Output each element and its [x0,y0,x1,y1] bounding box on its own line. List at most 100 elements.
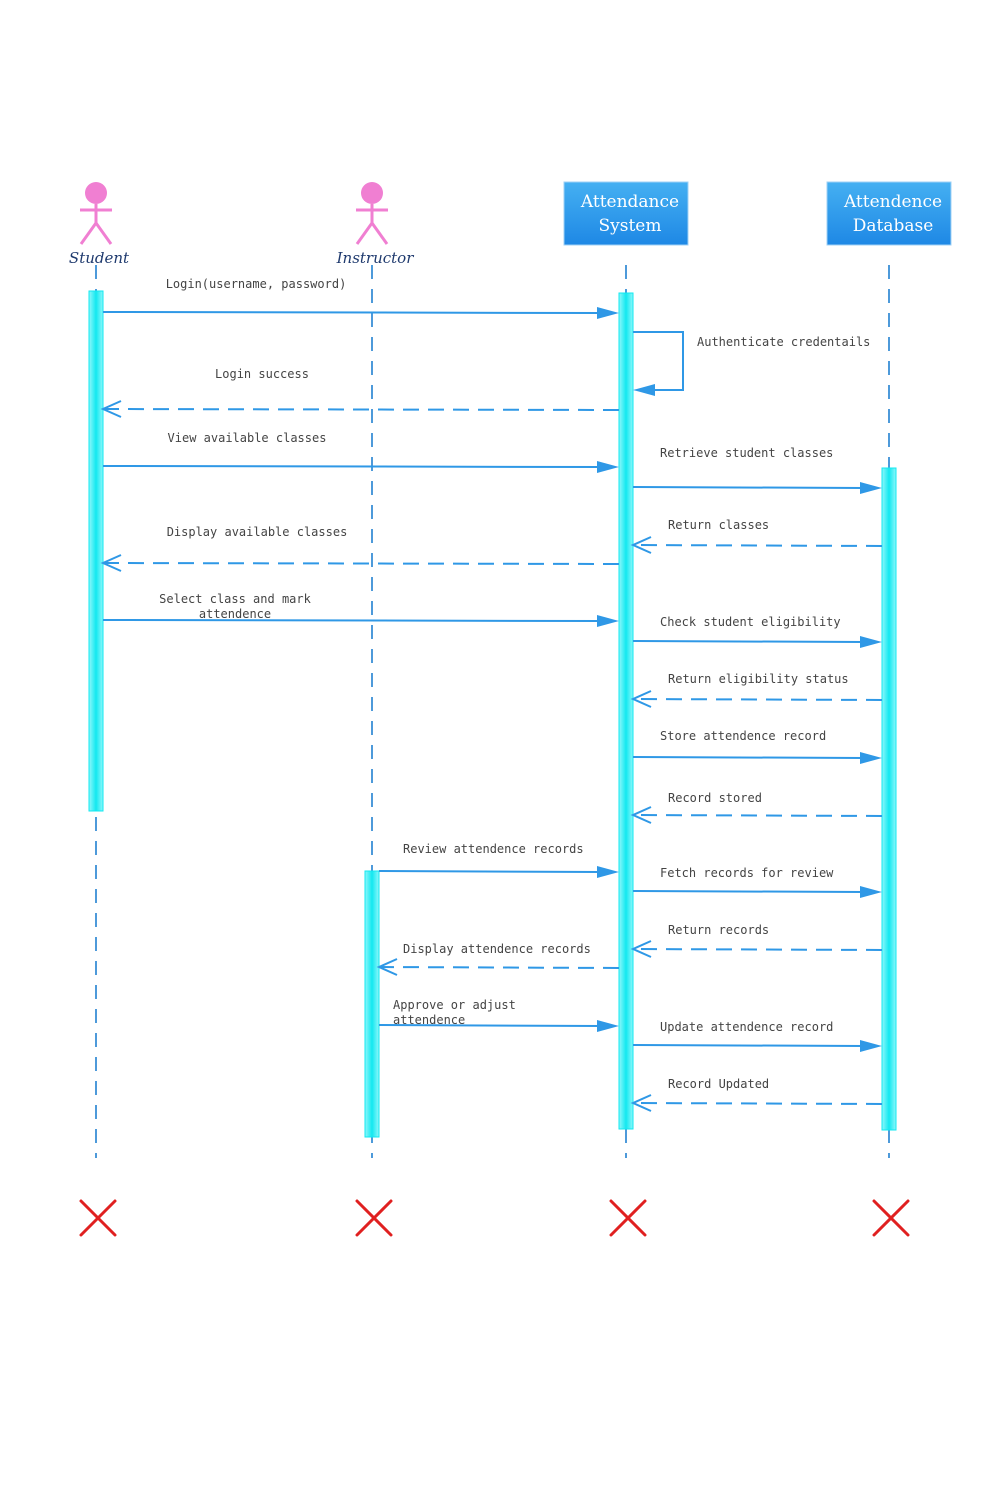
return-arrow-line [632,948,883,951]
arrowhead-open [100,554,122,572]
call-arrow-line [102,311,602,314]
destroy-x-icon [872,1199,910,1237]
arrowhead-filled [597,866,619,878]
call-arrow-line [378,1024,602,1027]
message-12: Record stored [630,791,883,824]
message-label: Record stored [668,791,762,805]
message-1: Login(username, password) [102,277,619,319]
message-label: Fetch records for review [660,866,834,880]
message-label: attendence [199,607,271,621]
arrowhead-filled [597,461,619,473]
arrowhead-open [630,536,652,554]
return-arrow-line [632,698,883,701]
message-16: Display attendence records [376,942,620,976]
message-15: Return records [630,923,883,958]
message-label: attendence [393,1013,465,1027]
return-arrow-line [632,544,883,547]
message-label: Login success [215,367,309,381]
return-arrow-line [632,1102,883,1105]
arrowhead-open [100,400,122,418]
arrowhead-filled [860,636,882,648]
arrowhead-filled [597,307,619,319]
message-18: Update attendence record [632,1020,882,1052]
instructor-actor-label: Instructor [336,249,415,267]
message-13: Review attendence records [378,842,619,878]
arrowhead-filled [633,384,655,396]
database-activation-bar [881,467,897,1131]
call-arrow-line [632,756,865,759]
call-arrow-line [102,465,602,468]
message-label: Approve or adjust [393,998,516,1012]
arrowhead-filled [860,1040,882,1052]
message-6: Return classes [630,518,883,554]
system-activation-bar [618,292,634,1130]
system-box-frame [563,181,689,246]
call-arrow-line [632,486,865,489]
message-label: Display available classes [167,525,348,539]
message-label: View available classes [168,431,327,445]
stick-figure-icon [355,182,389,245]
message-label: Retrieve student classes [660,446,833,460]
arrowhead-open [630,1094,652,1112]
database-box-label-line: Attendence [843,192,942,212]
return-arrow-line [102,408,620,411]
message-label: Return records [668,923,769,937]
self-call-loop [633,331,684,391]
message-label: Select class and mark [159,592,311,606]
database-box-frame [826,181,952,246]
message-label: Return classes [668,518,769,532]
instructor-actor: Instructor [336,182,415,267]
message-14: Fetch records for review [632,866,882,898]
arrowhead-filled [860,752,882,764]
message-label: Display attendence records [403,942,591,956]
message-label: Return eligibility status [668,672,849,686]
student-actor: Student [69,182,130,267]
return-arrow-line [102,562,620,565]
message-19: Record Updated [630,1077,883,1112]
message-label: Update attendence record [660,1020,833,1034]
message-7: Display available classes [100,525,620,572]
message-10: Return eligibility status [630,672,883,708]
call-arrow-line [632,1044,865,1047]
message-9: Check student eligibility [632,615,882,648]
return-arrow-line [632,814,883,817]
arrowhead-filled [860,482,882,494]
message-2: Authenticate credentails [633,331,870,396]
message-3: Login success [100,367,620,418]
destroy-x-icon [609,1199,647,1237]
arrowhead-open [630,690,652,708]
system-box-label-line: Attendance [580,192,679,212]
message-label: Authenticate credentails [697,335,870,349]
message-label: Store attendence record [660,729,826,743]
arrowhead-open [376,958,398,976]
return-arrow-line [378,966,620,969]
destroy-x-icon [79,1199,117,1237]
message-4: View available classes [102,431,619,473]
call-arrow-line [632,640,865,643]
arrowhead-open [630,940,652,958]
arrowhead-filled [597,615,619,627]
stick-figure-icon [79,182,113,245]
student-activation-bar [88,290,104,812]
message-5: Retrieve student classes [632,446,882,494]
message-11: Store attendence record [632,729,882,764]
message-label: Review attendence records [403,842,584,856]
arrowhead-filled [860,886,882,898]
database-box-label-line: Database [853,216,934,236]
arrowhead-filled [597,1020,619,1032]
destroy-x-icon [355,1199,393,1237]
arrowhead-open [630,806,652,824]
message-label: Check student eligibility [660,615,841,629]
call-arrow-line [378,870,602,873]
call-arrow-line [102,619,602,622]
instructor-activation-bar [364,870,380,1138]
message-label: Login(username, password) [166,277,347,291]
message-label: Record Updated [668,1077,769,1091]
call-arrow-line [632,890,865,893]
student-actor-label: Student [69,249,130,267]
